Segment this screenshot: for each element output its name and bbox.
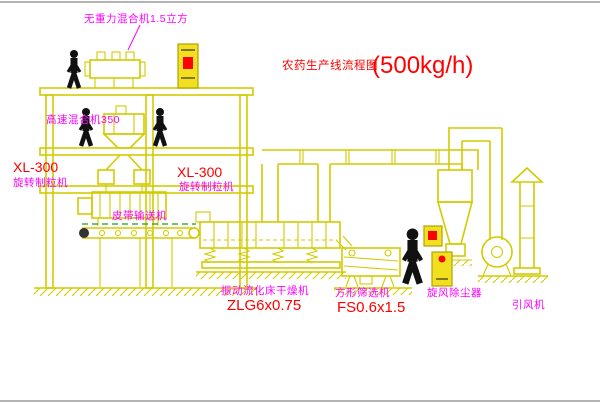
label-granulator-left-name: 旋转制粒机 [13, 176, 68, 189]
label-induced-draft-fan: 引风机 [512, 298, 545, 311]
diagram-capacity: (500kg/h) [372, 52, 473, 79]
drive-pulley [79, 228, 89, 238]
building-structure [34, 87, 258, 296]
rotary-granulator [77, 191, 167, 226]
y-chute [97, 154, 151, 192]
worker-figure [68, 50, 80, 88]
ground-hatch [334, 288, 412, 295]
spring [237, 247, 251, 264]
spring [203, 247, 217, 264]
spring [271, 247, 285, 264]
exhaust-stack [478, 166, 548, 283]
ground-hatch [478, 276, 548, 283]
ground-hatch [34, 288, 258, 296]
worker-figure [404, 228, 421, 283]
cabinet-red-panel [183, 57, 193, 69]
label-leader-line [127, 24, 141, 51]
worker-figure [154, 108, 166, 146]
control-cabinet-small [423, 225, 443, 247]
label-high-speed-mixer: 高速混合机350 [46, 113, 120, 126]
label-gravity-mixer: 无重力混合机1.5立方 [84, 12, 188, 25]
belt-conveyor [79, 223, 200, 287]
label-sieve-model: FS0.6x1.5 [337, 299, 405, 316]
cabinet-red-indicator [438, 255, 446, 263]
induced-draft-fan [481, 236, 513, 277]
label-dryer-model: ZLG6x0.75 [227, 297, 301, 314]
square-sieve [334, 235, 412, 295]
high-speed-mixer [102, 105, 146, 149]
cabinet-red-panel [428, 231, 437, 240]
label-granulator-left-model: XL-300 [13, 159, 58, 175]
exhaust-duct [261, 149, 479, 222]
control-cabinet-top [177, 43, 199, 89]
gravity-mixer [84, 51, 146, 88]
label-cyclone: 旋风除尘器 [427, 286, 482, 299]
label-belt-conveyor: 皮带输送机 [112, 209, 167, 222]
control-cabinet-ground [431, 251, 453, 287]
fan-down-pipe [489, 128, 503, 240]
cyclone-separator [436, 127, 503, 266]
ground-hatch [196, 272, 346, 279]
diagram-title: 农药生产线流程图 [282, 58, 378, 72]
spring [305, 247, 319, 264]
label-granulator-center-model: XL-300 [177, 164, 222, 180]
ground-hatch [440, 260, 472, 266]
label-sieve-name: 方形筛选机 [335, 286, 390, 299]
label-granulator-center-name: 旋转制粒机 [179, 180, 234, 193]
label-dryer-name: 振动流化床干燥机 [221, 284, 309, 297]
fluid-bed-dryer [195, 211, 346, 279]
